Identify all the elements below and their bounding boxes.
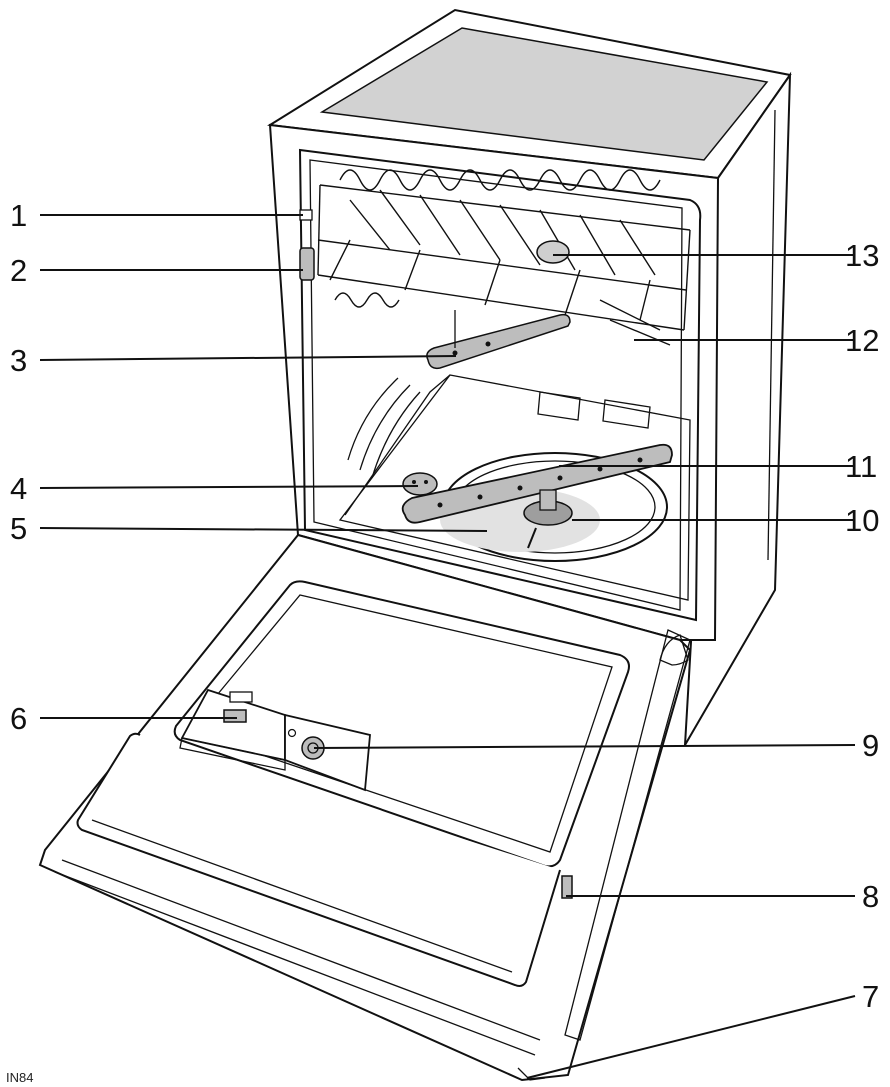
rinse-aid-indicator (287, 728, 297, 738)
callout-number-6: 6 (10, 701, 27, 736)
callout-number-7: 7 (862, 979, 879, 1014)
callout-number-13: 13 (845, 238, 879, 273)
door-lower-pocket (76, 732, 561, 987)
dispenser-lid-catch (223, 709, 247, 723)
upper-basket (299, 169, 691, 346)
leader-line-7 (526, 995, 856, 1079)
leader-lines (39, 214, 856, 1079)
figure-code: IN84 (6, 1070, 33, 1085)
upper-spray-arm (426, 310, 571, 370)
lower-spray-assembly (401, 443, 673, 562)
callout-number-9: 9 (862, 728, 879, 763)
leader-line-3 (39, 355, 457, 361)
dispenser-unit (179, 688, 371, 792)
cabinet-top-inset (319, 27, 769, 161)
lower-spray-arm-body (401, 443, 673, 524)
door-latch (561, 875, 573, 899)
callout-number-8: 8 (862, 879, 879, 914)
callout-number-1: 1 (10, 198, 27, 233)
leader-line-5 (39, 527, 488, 532)
door-inner-panel (173, 580, 630, 868)
callout-number-5: 5 (10, 511, 27, 546)
callout-numbers: 1 2 3 4 5 6 7 8 9 10 11 12 13 (10, 198, 879, 1014)
leader-line-4 (39, 485, 419, 489)
leader-line-9 (313, 744, 856, 749)
callout-number-4: 4 (10, 471, 27, 506)
door (38, 533, 692, 1082)
callout-number-12: 12 (845, 323, 879, 358)
basket-height-adjuster (299, 247, 315, 281)
callout-number-3: 3 (10, 343, 27, 378)
salt-container-cap (402, 472, 438, 496)
top-spray-nozzle (536, 240, 570, 264)
callout-number-2: 2 (10, 253, 27, 288)
rinse-aid-dispenser (284, 713, 371, 792)
callout-number-10: 10 (845, 503, 879, 538)
callout-number-11: 11 (845, 449, 877, 484)
